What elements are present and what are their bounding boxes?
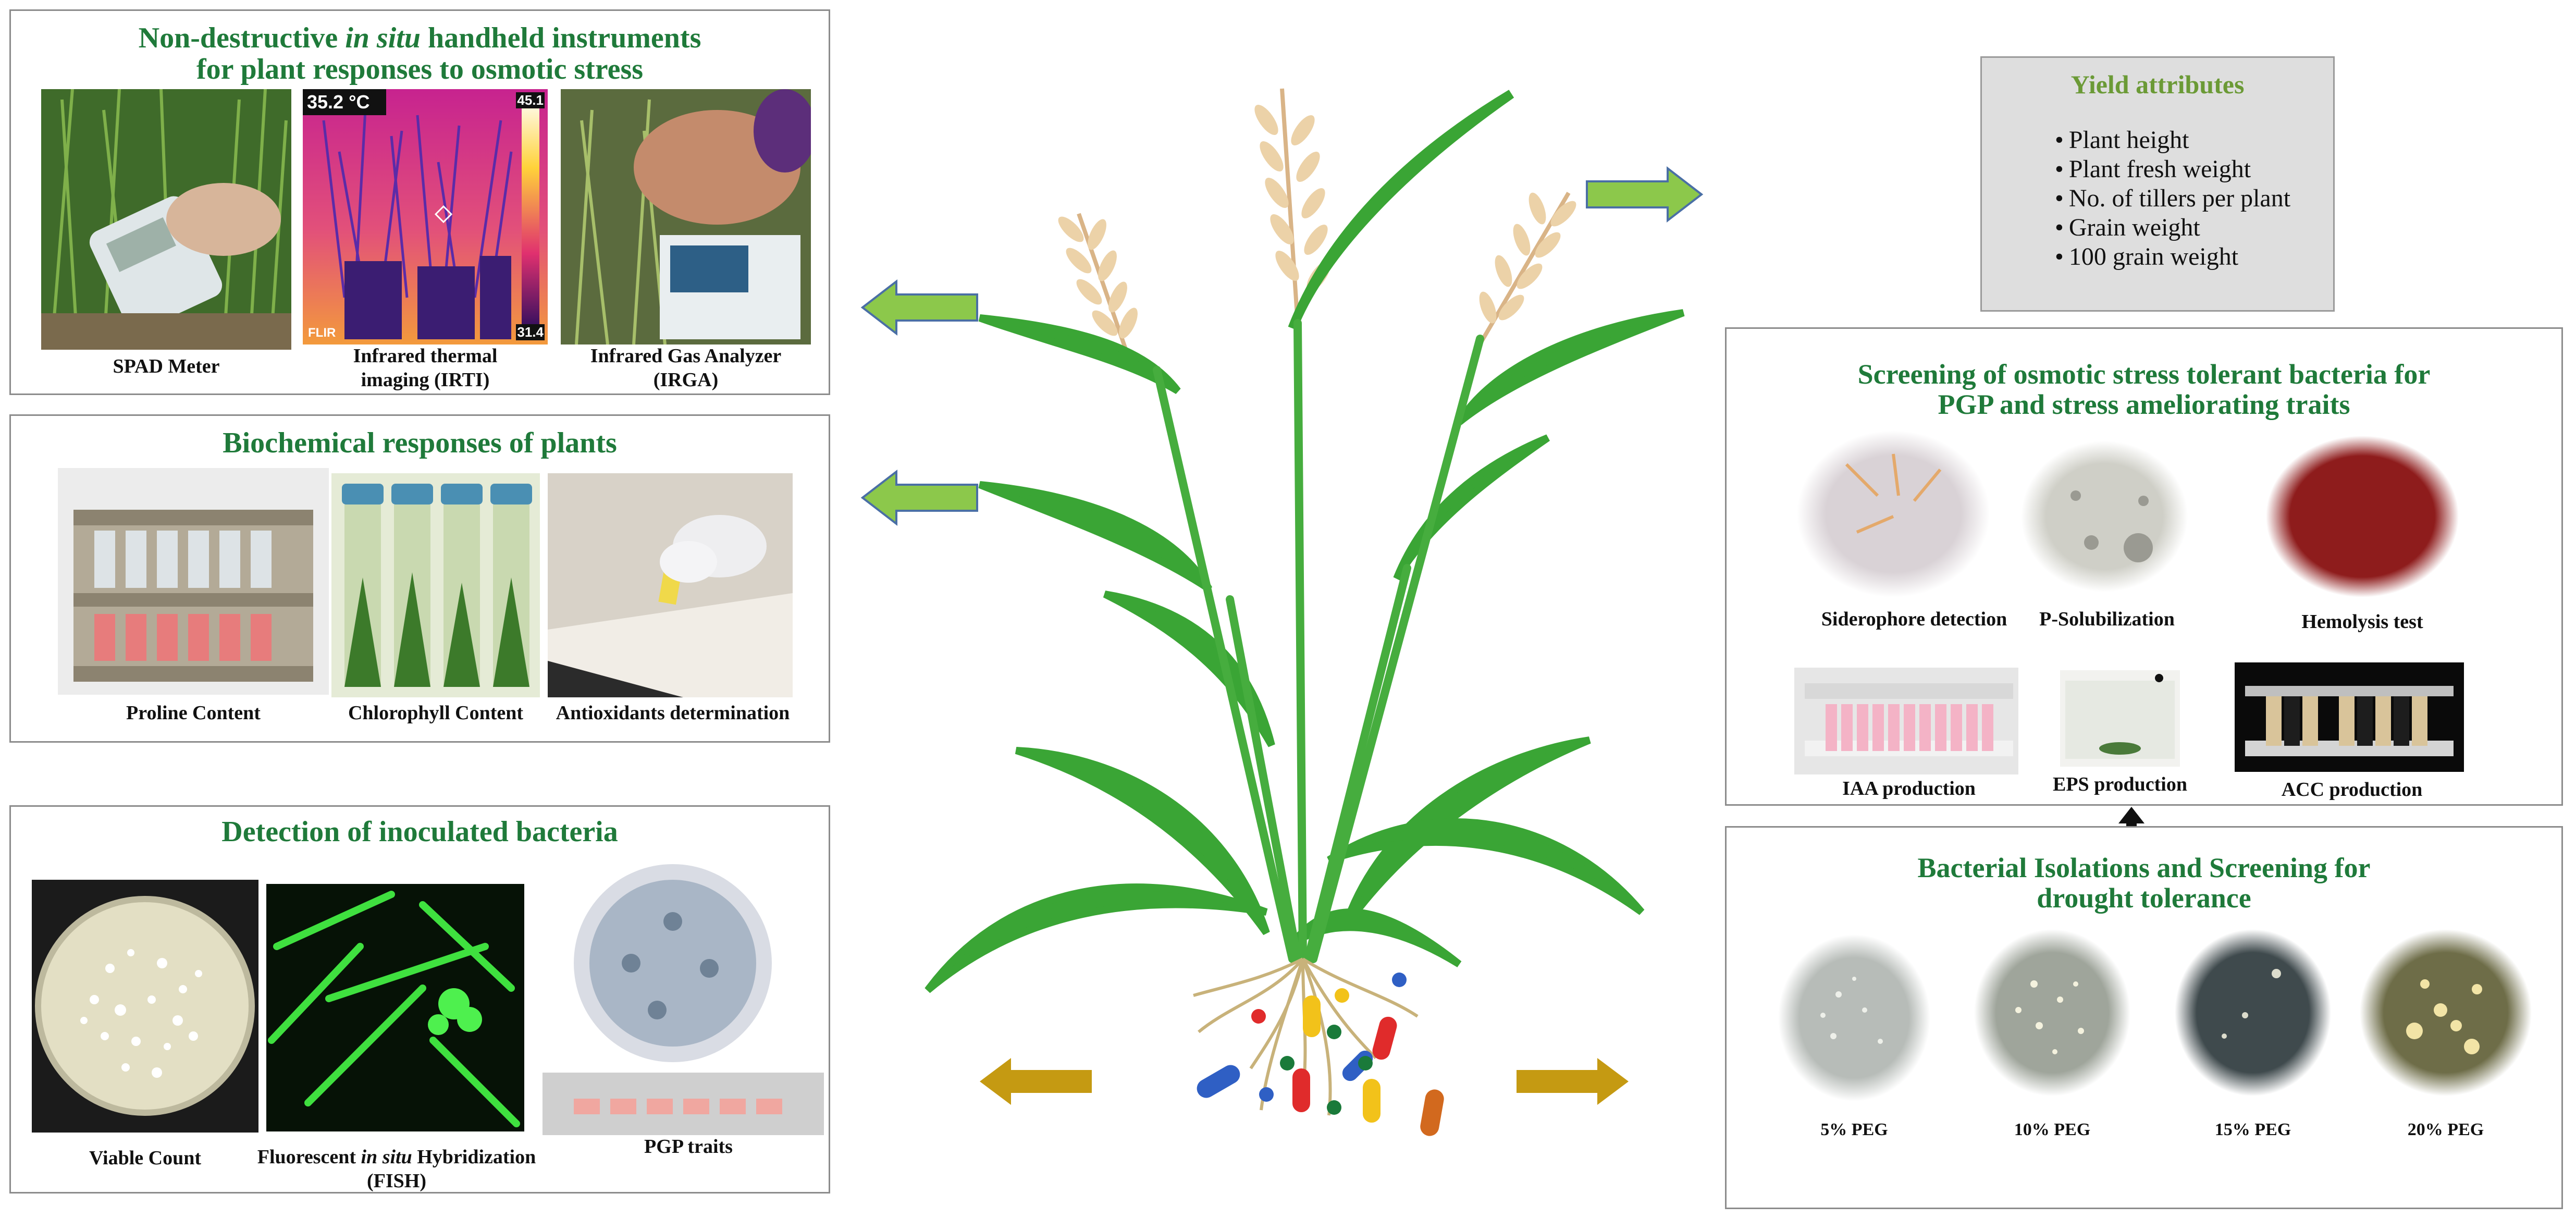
- instruments-panel: Non-destructive in situ handheld instrum…: [9, 9, 830, 395]
- yield-item: No. of tillers per plant: [2055, 184, 2290, 213]
- peg-20-plate-photo: [2357, 927, 2534, 1099]
- peg-5-caption: 5% PEG: [1820, 1120, 1888, 1139]
- yield-item: Plant fresh weight: [2055, 155, 2290, 184]
- peg-20-caption: 20% PEG: [2407, 1120, 2484, 1139]
- peg-10-caption: 10% PEG: [2014, 1120, 2091, 1139]
- pgp-plate-photo: [532, 864, 824, 1135]
- grain-panicles: [1058, 88, 1576, 350]
- yield-item: Plant height: [2055, 126, 2290, 155]
- p-solubilization-plate-photo: [2018, 438, 2190, 595]
- thermal-scale-max: 45.1: [516, 92, 545, 108]
- isolation-title: Bacterial Isolations and Screening for d…: [1917, 852, 2371, 914]
- yield-list: Plant height Plant fresh weight No. of t…: [2055, 126, 2290, 272]
- screening-title: Screening of osmotic stress tolerant bac…: [1857, 359, 2431, 421]
- siderophore-plate-photo: [1794, 428, 1992, 600]
- rice-plant-illustration: [925, 88, 1685, 1136]
- thermal-temp-readout: 35.2 °C: [307, 91, 370, 113]
- hemolysis-plate-photo: [2263, 433, 2461, 600]
- eps-caption: EPS production: [2053, 773, 2187, 795]
- chlorophyll-caption: Chlorophyll Content: [348, 702, 524, 724]
- stems: [1153, 319, 1484, 963]
- acc-tubes-photo: [2235, 662, 2464, 772]
- bacteria-cluster: [1197, 973, 1444, 1136]
- biochemical-panel: Biochemical responses of plants Proline …: [9, 414, 830, 743]
- instruments-title-line2: for plant responses to osmotic stress: [196, 53, 644, 86]
- iaa-caption: IAA production: [1842, 778, 1976, 799]
- thermal-scale-min: 31.4: [516, 324, 545, 340]
- peg-10-plate-photo: [1971, 927, 2133, 1099]
- yield-item: Grain weight: [2055, 213, 2290, 242]
- arrow-to-isolation: [1514, 1055, 1631, 1108]
- yield-title: Yield attributes: [2070, 70, 2245, 99]
- gas-analyzer-photo: [561, 89, 811, 345]
- thermal-caption: Infrared thermal imaging (IRTI): [353, 345, 498, 391]
- fish-caption-line1: Fluorescent in situ Hybridization: [257, 1146, 536, 1168]
- fish-microscopy-photo: [266, 884, 524, 1131]
- peg-15-plate-photo: [2172, 927, 2334, 1099]
- detection-title: Detection of inoculated bacteria: [221, 816, 618, 848]
- p-solubilization-caption: P-Solubilization: [2039, 608, 2175, 630]
- proline-tubes-photo: [58, 468, 329, 695]
- siderophore-caption: Siderophore detection: [1821, 608, 2007, 630]
- flir-logo: FLIR: [308, 326, 336, 340]
- thermal-image-photo: 35.2 °C 45.1 31.4 FLIR: [303, 89, 548, 345]
- arrow-to-detection: [977, 1055, 1094, 1108]
- fish-caption-line2: (FISH): [367, 1170, 426, 1192]
- screening-panel: Screening of osmotic stress tolerant bac…: [1725, 327, 2563, 806]
- peg-5-plate-photo: [1776, 932, 1932, 1104]
- iaa-tubes-photo: [1794, 668, 2018, 774]
- acc-caption: ACC production: [2281, 779, 2423, 801]
- isolation-panel: Bacterial Isolations and Screening for d…: [1725, 826, 2563, 1209]
- antioxidant-caption: Antioxidants determination: [556, 702, 790, 724]
- spad-meter-photo: [41, 89, 291, 350]
- detection-panel: Detection of inoculated bacteria Viable …: [9, 805, 830, 1194]
- arrow-to-yield: [1584, 166, 1704, 223]
- arrow-to-instruments: [860, 279, 980, 336]
- petri-dish-photo: [32, 880, 258, 1133]
- chlorophyll-tubes-photo: [331, 473, 540, 697]
- roots: [1193, 957, 1419, 1116]
- proline-caption: Proline Content: [126, 702, 261, 724]
- viable-count-caption: Viable Count: [89, 1147, 201, 1169]
- instruments-title-line1: Non-destructive in situ handheld instrum…: [138, 22, 701, 54]
- peg-15-caption: 15% PEG: [2214, 1120, 2291, 1139]
- biochemical-title: Biochemical responses of plants: [223, 427, 617, 459]
- instruments-title: Non-destructive in situ handheld instrum…: [11, 22, 829, 85]
- gas-analyzer-caption: Infrared Gas Analyzer (IRGA): [590, 345, 782, 391]
- eps-tube-photo: [2060, 670, 2180, 767]
- arrow-to-biochemical: [860, 469, 980, 526]
- fish-caption: Fluorescent in situ Hybridization (FISH): [235, 1146, 558, 1193]
- yield-item: 100 grain weight: [2055, 242, 2290, 272]
- yield-attributes-box: Yield attributes Plant height Plant fres…: [1980, 56, 2335, 312]
- hemolysis-caption: Hemolysis test: [2301, 611, 2423, 633]
- spad-caption: SPAD Meter: [113, 355, 220, 377]
- antioxidant-vial-photo: [548, 473, 793, 697]
- pgp-traits-caption: PGP traits: [644, 1136, 733, 1158]
